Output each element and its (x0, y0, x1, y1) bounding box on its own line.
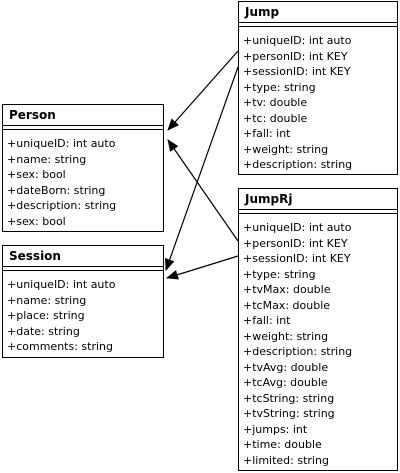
person-divider-bottom (3, 129, 163, 130)
session-attribute: +uniqueID: int auto (7, 278, 116, 291)
jumprj-attribute: +fall: int (243, 314, 291, 327)
session-class-title: Session (9, 249, 61, 263)
jumprj-attribute: +tcString: string (243, 391, 335, 405)
jumprj-attribute: +weight: string (243, 329, 329, 343)
jumprj-attribute: +tcAvg: double (243, 376, 328, 389)
session-divider-top (3, 266, 163, 270)
session-attribute: +comments: string (7, 340, 113, 353)
jumprj-attribute: +type: string (243, 267, 316, 281)
person-attribute: +sex: bool (7, 214, 66, 228)
jumprj-attribute: +time: double (243, 438, 322, 451)
person-attribute: +uniqueID: int auto (7, 137, 116, 150)
arrow-jump-sessionid-to-session (164, 66, 239, 271)
jump-attribute: +personID: int KEY (243, 49, 348, 63)
jumprj-attribute: +tvString: string (243, 407, 335, 420)
jump-attribute: +uniqueID: int auto (243, 34, 352, 47)
session-attribute: +place: string (7, 309, 85, 322)
jumprj-class-box: JumpRj +uniqueID: int auto +personID: in… (238, 188, 398, 471)
arrow-jumprj-sessionid-to-session (166, 255, 239, 280)
session-class-box: Session +uniqueID: int auto +name: strin… (2, 245, 164, 358)
jump-attribute: +sessionID: int KEY (243, 65, 351, 78)
jumprj-attribute: +tcMax: double (243, 298, 331, 312)
session-attribute: +date: string (7, 324, 80, 338)
jump-attribute: +tv: double (243, 96, 308, 109)
jump-attribute-list: +uniqueID: int auto +personID: int KEY +… (239, 27, 397, 173)
jump-attribute: +type: string (243, 80, 316, 94)
arrow-jumprj-personid-to-person (167, 139, 239, 242)
jump-class-title: Jump (245, 5, 280, 19)
person-class-title: Person (9, 108, 56, 122)
jumprj-attribute: +sessionID: int KEY (243, 252, 351, 265)
session-attribute: +name: string (7, 293, 87, 307)
jumprj-attribute: +personID: int KEY (243, 236, 348, 250)
session-divider-bottom (3, 270, 163, 271)
jump-class-box: Jump +uniqueID: int auto +personID: int … (238, 1, 398, 175)
person-attribute: +dateBorn: string (7, 183, 106, 197)
jumprj-attribute: +uniqueID: int auto (243, 221, 352, 234)
jump-attribute: +tc: double (243, 111, 308, 125)
jump-divider-bottom (239, 26, 397, 27)
jumprj-divider-bottom (239, 213, 397, 214)
jumprj-attribute: +tvMax: double (243, 283, 331, 296)
jumprj-attribute-list: +uniqueID: int auto +personID: int KEY +… (239, 214, 397, 468)
person-attribute: +sex: bool (7, 168, 66, 181)
arrow-jump-personid-to-person (167, 50, 239, 131)
jumprj-attribute: +limited: string (243, 453, 329, 467)
person-attribute: +name: string (7, 152, 87, 166)
person-divider-top (3, 125, 163, 129)
session-attribute-list: +uniqueID: int auto +name: string +place… (3, 271, 163, 355)
jumprj-class-title: JumpRj (245, 192, 293, 206)
jumprj-attribute: +description: string (243, 345, 353, 358)
jump-attribute: +description: string (243, 158, 353, 171)
jumprj-attribute: +jumps: int (243, 422, 308, 436)
jump-attribute: +weight: string (243, 142, 329, 156)
person-attribute: +description: string (7, 199, 117, 212)
person-attribute-list: +uniqueID: int auto +name: string +sex: … (3, 130, 163, 229)
jump-attribute: +fall: int (243, 127, 291, 140)
jump-divider-top (239, 22, 397, 26)
jumprj-attribute: +tvAvg: double (243, 360, 329, 374)
jumprj-divider-top (239, 209, 397, 213)
person-class-box: Person +uniqueID: int auto +name: string… (2, 104, 164, 232)
